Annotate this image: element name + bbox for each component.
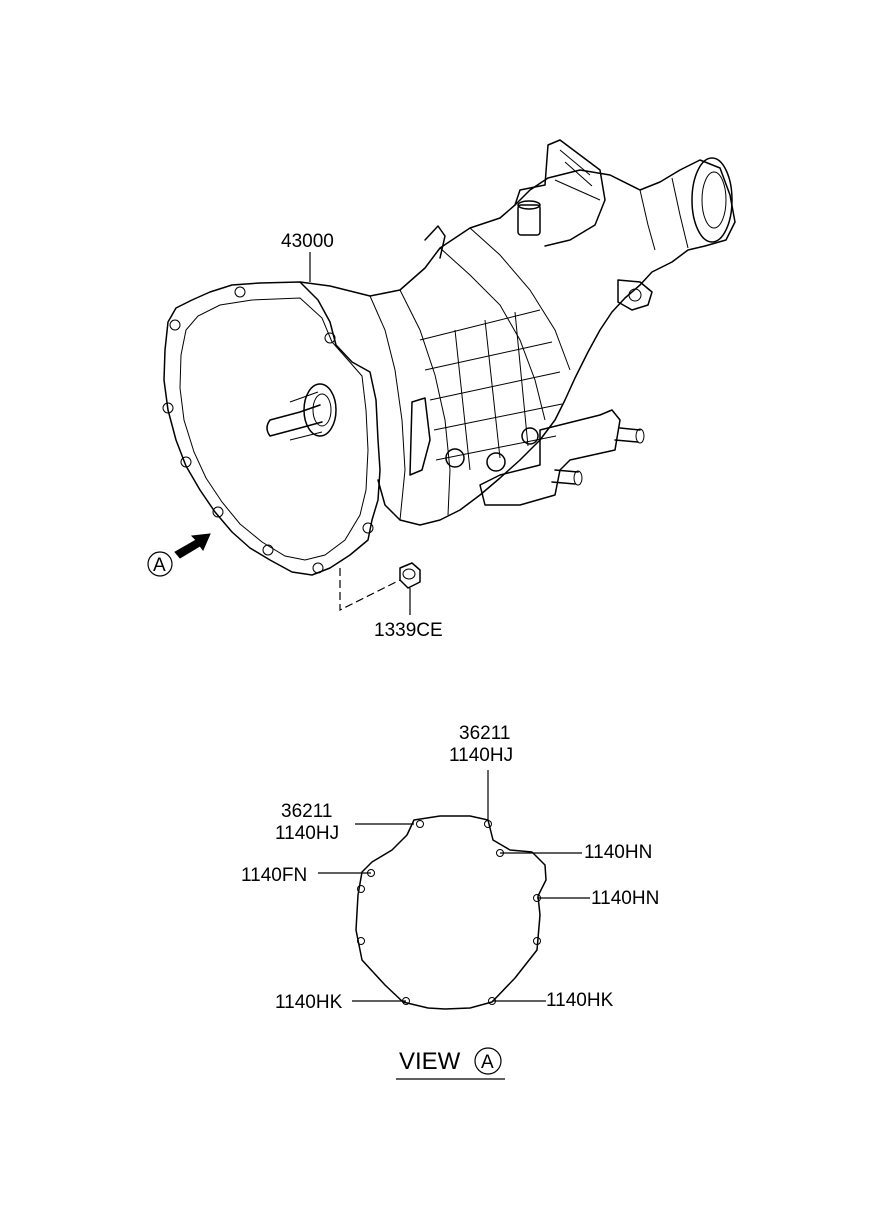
label-top-36211: 36211 [459, 723, 510, 744]
drain-plug [399, 562, 421, 589]
output-flange [691, 157, 733, 243]
shift-tower [514, 139, 606, 247]
label-43000: 43000 [281, 231, 334, 252]
label-1140hn-right: 1140HN [591, 888, 659, 909]
view-title-text: VIEW [399, 1048, 461, 1075]
main-case [299, 159, 736, 526]
label-top-1140hj: 1140HJ [449, 745, 513, 766]
label-left-36211: 36211 [281, 801, 332, 822]
label-1140hk-left: 1140HK [275, 992, 343, 1013]
bell-housing [163, 281, 381, 576]
label-1339ce: 1339CE [374, 620, 443, 641]
label-left-1140hj: 1140HJ [275, 823, 339, 844]
transmission-illustration [162, 139, 736, 589]
gasket-outline [355, 815, 547, 1010]
gasket-view [355, 815, 547, 1010]
view-title-marker-letter: A [481, 1052, 494, 1073]
input-shaft [266, 404, 323, 437]
label-1140hn-top: 1140HN [584, 842, 652, 863]
label-1140hk-right: 1140HK [546, 990, 614, 1011]
mount-bracket [479, 409, 621, 506]
label-1140fn: 1140FN [241, 865, 307, 886]
view-a-title: VIEW A [396, 1047, 505, 1080]
view-a-arrow: A [147, 533, 211, 577]
view-a-marker-letter: A [153, 555, 166, 576]
